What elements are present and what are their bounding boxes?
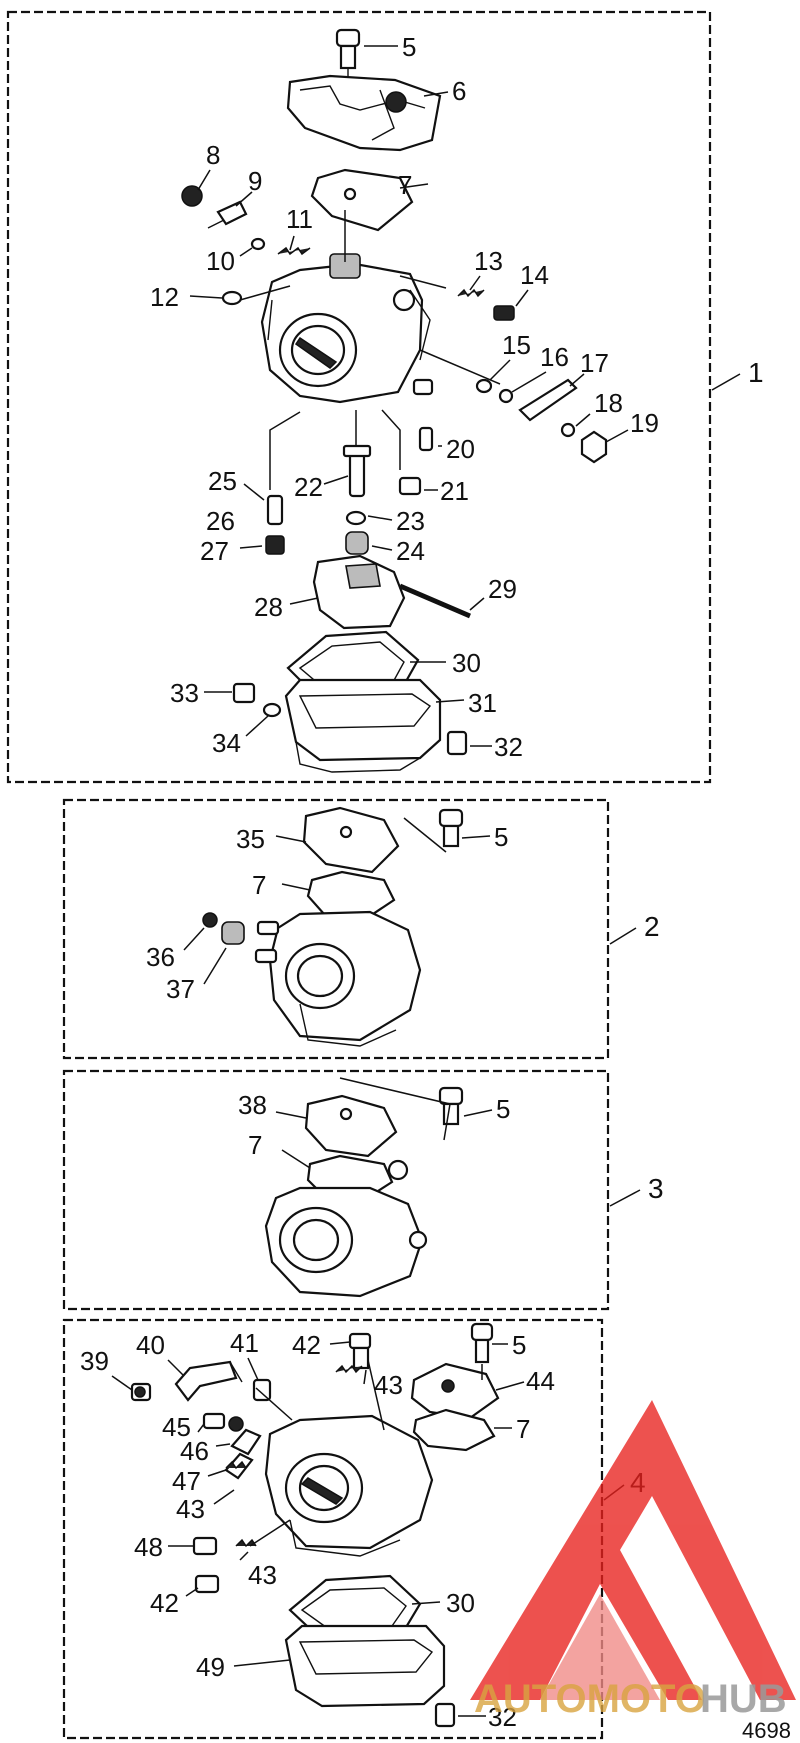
callout-43: 43 [374, 1370, 403, 1400]
group-label-3: 3 [609, 1173, 664, 1207]
watermark-brand-part2: HUB [700, 1677, 787, 1721]
callout-37: 37 [166, 974, 195, 1004]
callout-19: 19 [630, 408, 659, 438]
callout-46: 46 [180, 1436, 209, 1466]
callout-29: 29 [488, 574, 517, 604]
callout-42-low: 42 [150, 1588, 179, 1618]
callout-24: 24 [396, 536, 425, 566]
callout-5-group-2: 5 [494, 822, 508, 852]
callout-12: 12 [150, 282, 179, 312]
callout-20: 20 [446, 434, 475, 464]
group-number-2: 2 [644, 911, 660, 942]
callout-7: 7 [398, 170, 412, 200]
callout-34: 34 [212, 728, 241, 758]
mountain-triangle-logo [470, 1400, 796, 1700]
callout-15: 15 [502, 330, 531, 360]
callout-17: 17 [580, 348, 609, 378]
group-4-drawing [130, 1322, 500, 1728]
callout-10: 10 [206, 246, 235, 276]
callout-41: 41 [230, 1328, 259, 1358]
callout-27: 27 [200, 536, 229, 566]
callout-32-group-4: 32 [488, 1702, 517, 1732]
callout-13: 13 [474, 246, 503, 276]
callout-48: 48 [134, 1532, 163, 1562]
callout-7-group-3: 7 [248, 1130, 262, 1160]
callout-7-group-4: 7 [516, 1414, 530, 1444]
callout-7-group-2: 7 [252, 870, 266, 900]
callout-16: 16 [540, 342, 569, 372]
callout-9: 9 [248, 166, 262, 196]
callout-49: 49 [196, 1652, 225, 1682]
callout-42: 42 [292, 1330, 321, 1360]
callout-35: 35 [236, 824, 265, 854]
group-number-3: 3 [648, 1173, 664, 1204]
callout-31: 31 [468, 688, 497, 718]
group-label-1: 1 [711, 357, 764, 391]
callout-30: 30 [452, 648, 481, 678]
callout-14: 14 [520, 260, 549, 290]
watermark-brand-part1: AUTOMOTO [474, 1677, 706, 1721]
callout-45: 45 [162, 1412, 191, 1442]
group-number-1: 1 [748, 357, 764, 388]
callout-43-low: 43 [248, 1560, 277, 1590]
callout-21: 21 [440, 476, 469, 506]
callout-44: 44 [526, 1366, 555, 1396]
callout-33: 33 [170, 678, 199, 708]
callouts: 5 6 7 8 9 10 11 12 13 14 15 16 17 18 19 … [80, 32, 659, 1732]
callout-8: 8 [206, 140, 220, 170]
callout-47: 47 [172, 1466, 201, 1496]
callout-22: 22 [294, 472, 323, 502]
drawing-code: 4698 [742, 1718, 791, 1743]
group-2-box [62, 798, 610, 1060]
group-3-box [62, 1069, 610, 1311]
group-1-drawing [181, 28, 608, 773]
callout-6: 6 [452, 76, 466, 106]
group-1-box [6, 10, 712, 784]
callout-38: 38 [238, 1090, 267, 1120]
callout-32: 32 [494, 732, 523, 762]
callout-5-group-3: 5 [496, 1094, 510, 1124]
watermark-logo [470, 1400, 796, 1700]
callout-36: 36 [146, 942, 175, 972]
callout-25: 25 [208, 466, 237, 496]
callout-23: 23 [396, 506, 425, 536]
callout-30-group-4: 30 [446, 1588, 475, 1618]
callout-40: 40 [136, 1330, 165, 1360]
group-2-drawing [202, 806, 464, 1047]
callout-11: 11 [286, 204, 313, 234]
group-3-drawing [264, 1077, 464, 1298]
callout-26: 26 [206, 506, 235, 536]
callout-28: 28 [254, 592, 283, 622]
group-label-2: 2 [609, 911, 660, 945]
callout-43-mid: 43 [176, 1494, 205, 1524]
callout-18: 18 [594, 388, 623, 418]
callout-5-group-4: 5 [512, 1330, 526, 1360]
callout-5: 5 [402, 32, 416, 62]
callout-39: 39 [80, 1346, 109, 1376]
